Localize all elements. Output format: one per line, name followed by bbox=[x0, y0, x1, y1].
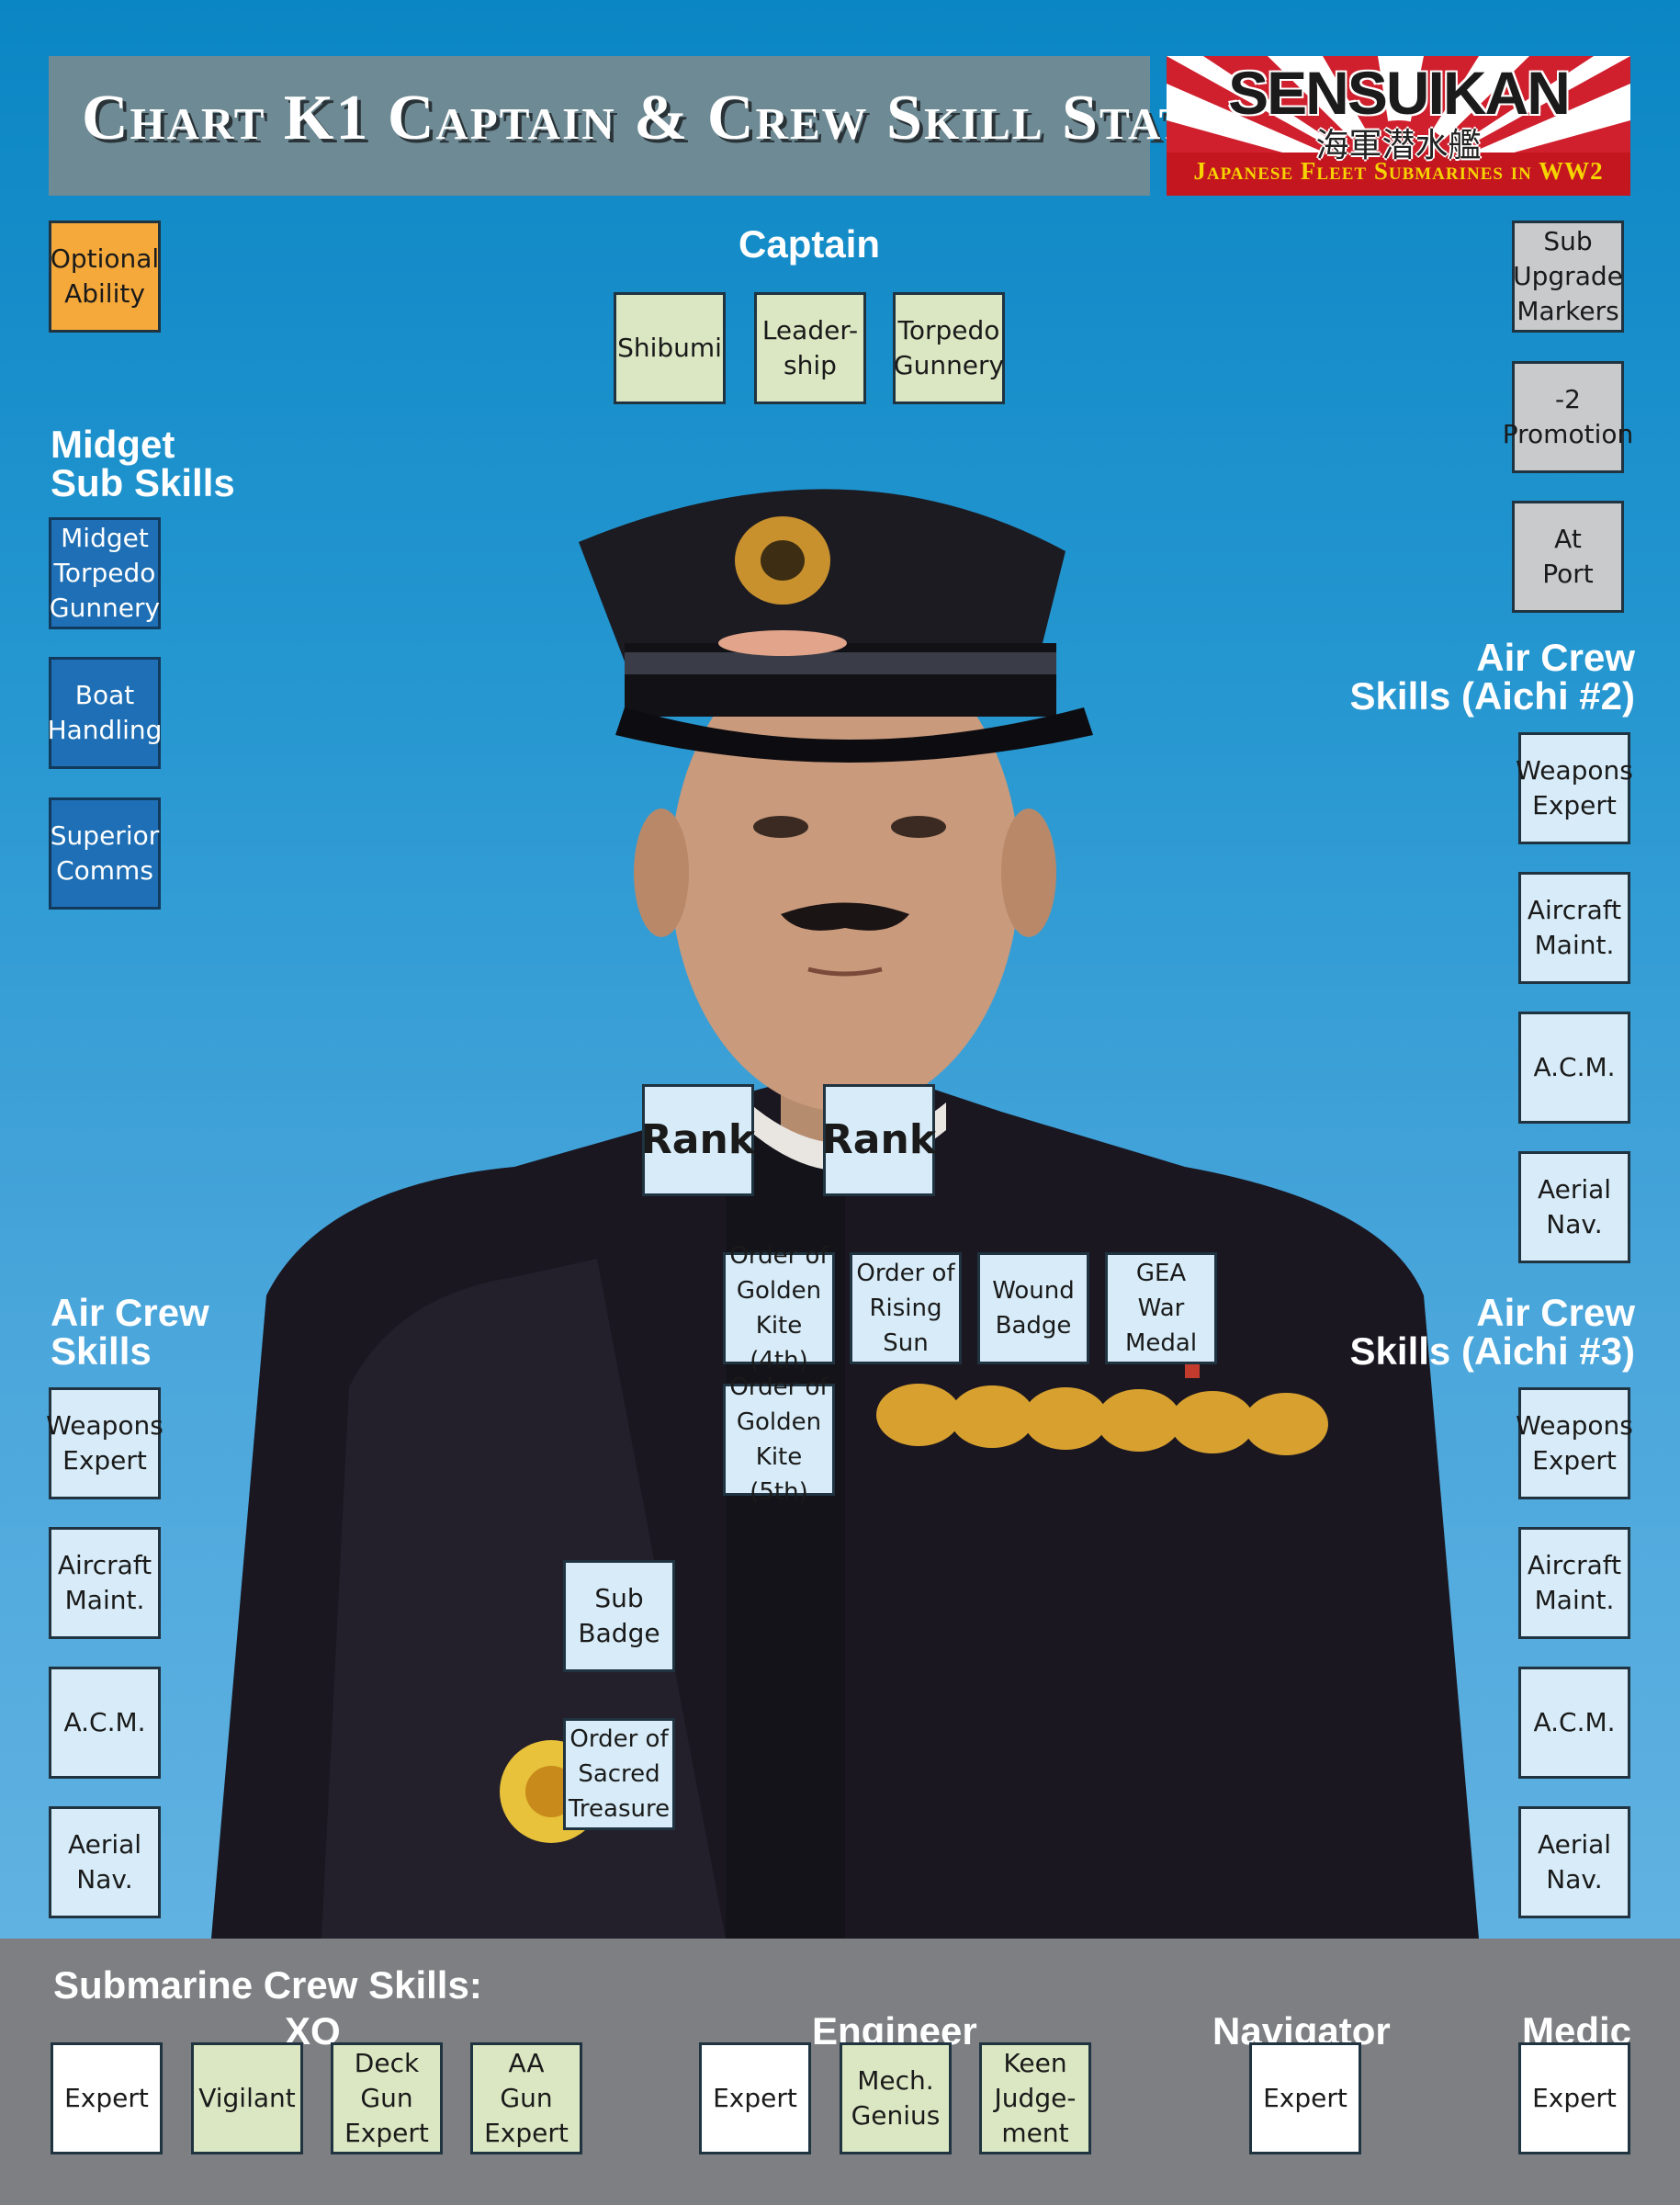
air-crew-skills-label: Air Crew Skills bbox=[51, 1291, 209, 1373]
sub-upgrade-markers-box[interactable]: Sub Upgrade Markers bbox=[1512, 220, 1624, 333]
air-skill-weapons-expert[interactable]: Weapons Expert bbox=[46, 1387, 163, 1499]
air3-skill-aircraft-maint[interactable]: Aircraft Maint. bbox=[1518, 1527, 1630, 1639]
navigator-skill-expert[interactable]: Expert bbox=[1249, 2042, 1361, 2154]
xo-skill-deck-gun-expert[interactable]: Deck Gun Expert bbox=[331, 2042, 443, 2154]
at-port-box[interactable]: At Port bbox=[1512, 501, 1624, 613]
rank-box-2[interactable]: Rank bbox=[822, 1084, 936, 1196]
engineer-skill-expert[interactable]: Expert bbox=[699, 2042, 811, 2154]
sensuikan-logo: SENSUIKAN 海軍潜水艦 Japanese Fleet Submarine… bbox=[1167, 56, 1630, 196]
medal-sacred-treasure[interactable]: Order of Sacred Treasure bbox=[563, 1718, 675, 1830]
air-skill-acm[interactable]: A.C.M. bbox=[49, 1667, 161, 1779]
page-title: Chart K1 Captain & Crew Skill Status bbox=[82, 83, 1253, 153]
air2-skill-aerial-nav[interactable]: Aerial Nav. bbox=[1518, 1151, 1630, 1263]
midget-skill-boat-handling[interactable]: Boat Handling bbox=[48, 657, 162, 769]
logo-name: SENSUIKAN bbox=[1228, 59, 1571, 127]
captain-skill-leadership[interactable]: Leader- ship bbox=[754, 292, 866, 404]
rank-box-1[interactable]: Rank bbox=[641, 1084, 755, 1196]
submarine-crew-band: Submarine Crew Skills: XO Engineer Navig… bbox=[0, 1939, 1680, 2205]
medal-gea-war-medal[interactable]: GEA War Medal bbox=[1105, 1252, 1217, 1364]
air2-skill-weapons-expert[interactable]: Weapons Expert bbox=[1516, 732, 1633, 844]
sub-badge-box[interactable]: Sub Badge bbox=[563, 1560, 675, 1672]
xo-skill-aa-gun-expert[interactable]: AA Gun Expert bbox=[470, 2042, 582, 2154]
air2-skill-aircraft-maint[interactable]: Aircraft Maint. bbox=[1518, 872, 1630, 984]
optional-ability-box[interactable]: Optional Ability bbox=[49, 220, 161, 333]
medal-wound-badge[interactable]: Wound Badge bbox=[977, 1252, 1089, 1364]
captain-skill-torpedo-gunnery[interactable]: Torpedo Gunnery bbox=[893, 292, 1005, 404]
medal-golden-kite-5th[interactable]: Order of Golden Kite (5th) bbox=[723, 1374, 835, 1506]
air-skill-aerial-nav[interactable]: Aerial Nav. bbox=[49, 1806, 161, 1918]
midget-sub-skills-label: Midget Sub Skills bbox=[51, 423, 235, 504]
captain-skill-shibumi[interactable]: Shibumi bbox=[614, 292, 726, 404]
medal-golden-kite-4th[interactable]: Order of Golden Kite (4th) bbox=[723, 1242, 835, 1374]
rising-sun-flag-icon bbox=[1167, 56, 1630, 196]
air2-skill-acm[interactable]: A.C.M. bbox=[1518, 1012, 1630, 1124]
engineer-skill-mech-genius[interactable]: Mech. Genius bbox=[840, 2042, 952, 2154]
midget-skill-torpedo-gunnery[interactable]: Midget Torpedo Gunnery bbox=[49, 517, 161, 629]
air-crew-aichi-3-label: Air Crew Skills (Aichi #3) bbox=[1349, 1291, 1635, 1373]
air-skill-aircraft-maint[interactable]: Aircraft Maint. bbox=[49, 1527, 161, 1639]
air3-skill-acm[interactable]: A.C.M. bbox=[1518, 1667, 1630, 1779]
air3-skill-aerial-nav[interactable]: Aerial Nav. bbox=[1518, 1806, 1630, 1918]
xo-skill-expert[interactable]: Expert bbox=[51, 2042, 163, 2154]
submarine-crew-skills-label: Submarine Crew Skills: bbox=[53, 1963, 482, 2007]
air-crew-aichi-2-label: Air Crew Skills (Aichi #2) bbox=[1349, 636, 1635, 718]
medic-skill-expert[interactable]: Expert bbox=[1518, 2042, 1630, 2154]
xo-skill-vigilant[interactable]: Vigilant bbox=[191, 2042, 303, 2154]
promotion-box[interactable]: -2 Promotion bbox=[1503, 361, 1633, 473]
logo-kanji: 海軍潜水艦 bbox=[1315, 126, 1482, 164]
captain-label: Captain bbox=[739, 222, 881, 266]
medal-rising-sun[interactable]: Order of Rising Sun bbox=[850, 1252, 962, 1364]
logo-subtitle: Japanese Fleet Submarines in WW2 bbox=[1193, 157, 1604, 185]
air3-skill-weapons-expert[interactable]: Weapons Expert bbox=[1516, 1387, 1633, 1499]
title-bar: Chart K1 Captain & Crew Skill Status bbox=[49, 56, 1250, 196]
midget-skill-superior-comms[interactable]: Superior Comms bbox=[49, 797, 161, 910]
engineer-skill-keen-judgement[interactable]: Keen Judge- ment bbox=[979, 2042, 1091, 2154]
